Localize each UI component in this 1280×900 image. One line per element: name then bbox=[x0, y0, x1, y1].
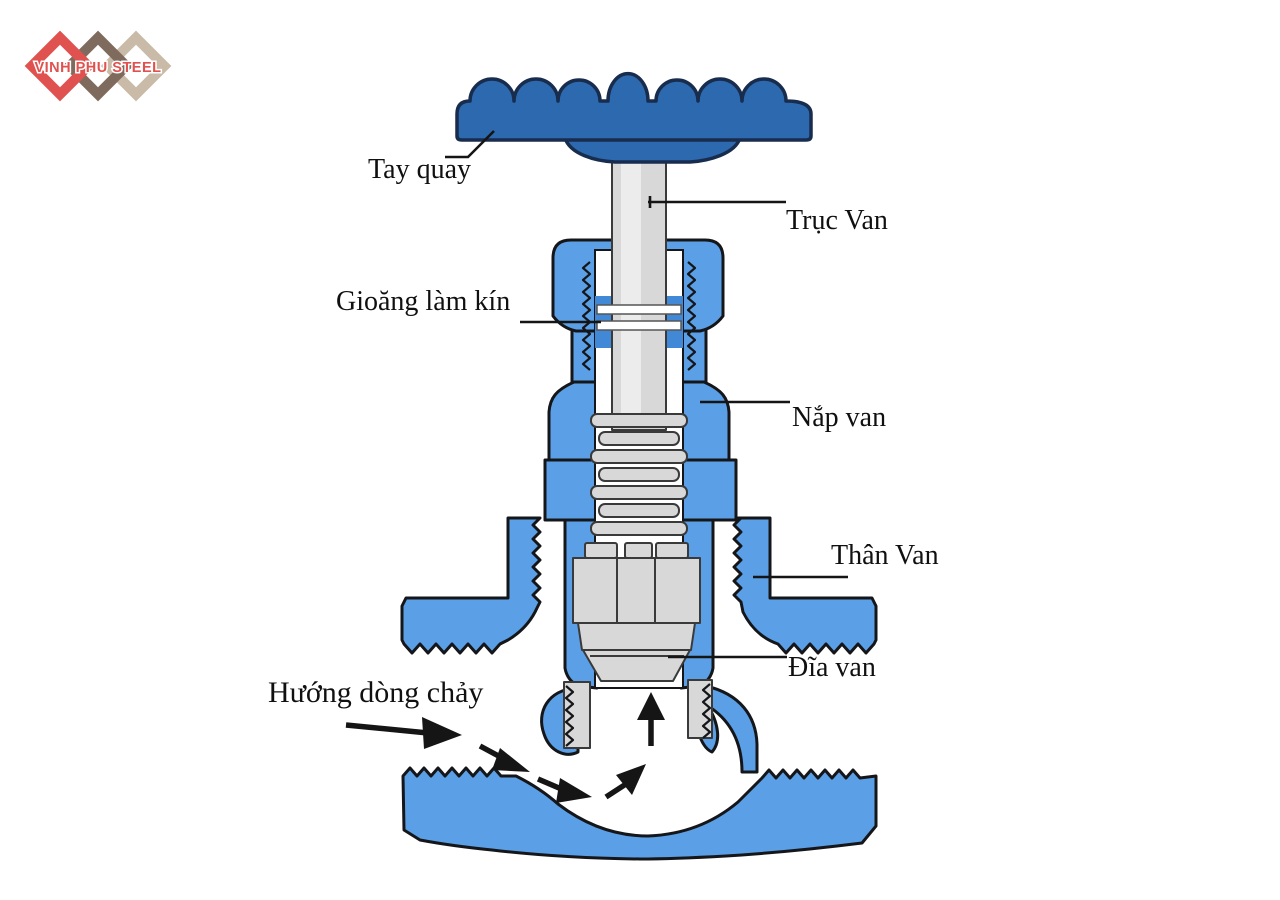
thread-zigzag-left bbox=[581, 261, 592, 371]
body-left-wall-and-pipe bbox=[400, 516, 542, 655]
handwheel bbox=[455, 71, 813, 142]
flow-arrows bbox=[345, 692, 665, 803]
seat-thread-left bbox=[564, 685, 575, 747]
label-stem: Trục Van bbox=[786, 205, 888, 236]
body-right-wall-and-pipe bbox=[732, 516, 878, 655]
stem-screw-threads bbox=[590, 413, 688, 536]
packing-ring bbox=[596, 320, 682, 331]
leader-stem bbox=[648, 196, 786, 208]
label-body: Thân Van bbox=[831, 540, 939, 571]
packing-ring bbox=[596, 304, 682, 315]
thread-zigzag-right bbox=[686, 261, 697, 371]
body-bottom-channel bbox=[401, 766, 878, 861]
vinh-phu-steel-logo: VINH PHU STEEL bbox=[24, 30, 172, 102]
label-handwheel: Tay quay bbox=[368, 154, 472, 185]
seat-insert-left bbox=[563, 681, 591, 749]
leader-lines bbox=[445, 130, 848, 659]
logo-diamond-red bbox=[24, 30, 96, 102]
logo-diamond-brown bbox=[62, 30, 134, 102]
logo-diamond-tan bbox=[100, 30, 172, 102]
disc-mid bbox=[577, 622, 696, 651]
label-disc: Đĩa van bbox=[788, 652, 876, 683]
valve-disc-assembly bbox=[572, 542, 701, 682]
label-bonnet: Nắp van bbox=[792, 402, 887, 433]
valve-disc bbox=[582, 649, 691, 682]
label-gasket: Gioăng làm kín bbox=[336, 286, 511, 317]
seat-thread-right bbox=[701, 683, 712, 739]
stem-highlight bbox=[621, 153, 641, 427]
logo-text: VINH PHU STEEL bbox=[34, 60, 161, 76]
disc-holder-block bbox=[572, 557, 701, 624]
handwheel-hub bbox=[563, 136, 742, 164]
label-flow-direction: Hướng dòng chảy bbox=[268, 676, 484, 709]
leader-handwheel bbox=[445, 130, 495, 159]
